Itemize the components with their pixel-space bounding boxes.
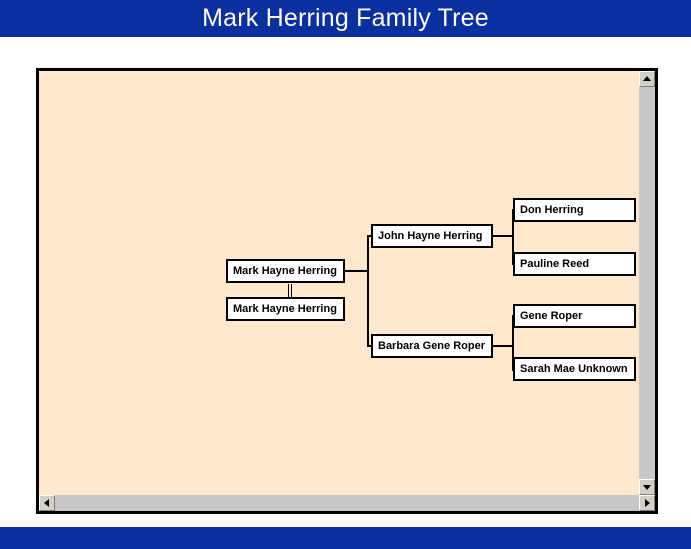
node-maternal-grandmother[interactable]: Sarah Mae Unknown — [513, 357, 636, 381]
connector-self-spouse-right — [291, 284, 292, 309]
node-maternal-grandfather[interactable]: Gene Roper — [513, 304, 636, 328]
triangle-down-icon — [643, 485, 651, 490]
connector-father-stub-right — [492, 235, 514, 237]
scroll-left-button[interactable] — [39, 495, 55, 511]
scroll-down-button[interactable] — [639, 479, 655, 495]
connector-maternal-vertical — [512, 315, 514, 371]
scroll-up-button[interactable] — [639, 71, 655, 87]
horizontal-scrollbar-trough[interactable] — [55, 495, 639, 511]
header-bar: Mark Herring Family Tree — [0, 0, 691, 37]
connector-self-stub — [344, 270, 369, 272]
family-tree-window: Mark Hayne Herring Mark Hayne Herring Jo… — [36, 68, 658, 514]
vertical-scrollbar-trough[interactable] — [639, 87, 655, 479]
connector-mother-stub-right — [492, 345, 514, 347]
connector-parents-vertical — [367, 235, 369, 347]
scroll-right-button[interactable] — [639, 495, 655, 511]
triangle-left-icon — [44, 499, 49, 507]
connector-self-spouse-left — [288, 284, 289, 309]
node-spouse[interactable]: Mark Hayne Herring — [226, 297, 345, 321]
node-father[interactable]: John Hayne Herring — [371, 224, 493, 248]
triangle-up-icon — [643, 76, 651, 81]
triangle-right-icon — [645, 499, 650, 507]
node-mother[interactable]: Barbara Gene Roper — [371, 334, 493, 358]
connector-paternal-vertical — [512, 209, 514, 265]
family-tree-canvas[interactable]: Mark Hayne Herring Mark Hayne Herring Jo… — [39, 71, 639, 495]
footer-bar — [0, 527, 691, 549]
node-paternal-grandfather[interactable]: Don Herring — [513, 198, 636, 222]
node-paternal-grandmother[interactable]: Pauline Reed — [513, 252, 636, 276]
page-title: Mark Herring Family Tree — [202, 4, 489, 32]
node-self[interactable]: Mark Hayne Herring — [226, 259, 345, 283]
